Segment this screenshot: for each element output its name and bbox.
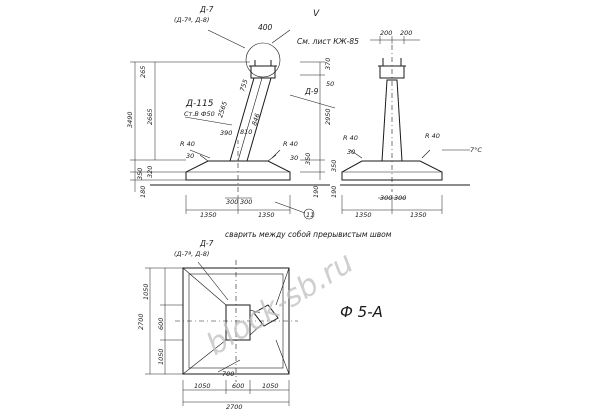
plan-dim-700: 700 bbox=[222, 370, 234, 378]
dim-200b: 200 bbox=[400, 29, 412, 37]
radius-label-3: R 40 bbox=[343, 134, 358, 142]
weld-note: сварить между собой прерывистым швом bbox=[225, 230, 392, 239]
callout-d115: Д-115 bbox=[185, 99, 214, 109]
dim-1350b: 1350 bbox=[258, 211, 275, 219]
dim-370: 370 bbox=[324, 58, 332, 70]
dim-300b: 300 bbox=[240, 198, 252, 206]
callout-d7-plan-sub: (Д-7ª, Д-8) bbox=[174, 250, 209, 258]
dim-2950: 2950 bbox=[324, 108, 332, 125]
plan-dim-600-v: 600 bbox=[157, 318, 165, 330]
callout-circle-11: 11 bbox=[306, 211, 314, 219]
plan-dim-2700-v: 2700 bbox=[137, 313, 145, 330]
plan-dim-1050-right: 1050 bbox=[262, 382, 279, 390]
dim-350b: 350 bbox=[330, 160, 338, 172]
dim-300d: 300 bbox=[394, 194, 406, 202]
radius-label-2: R 40 bbox=[283, 140, 298, 148]
dim-30b: 30 bbox=[290, 154, 298, 162]
callout-d115-sub: Ст.В Ф50 bbox=[184, 110, 215, 118]
dim-755: 755 bbox=[238, 78, 249, 92]
dim-400: 400 bbox=[258, 23, 273, 32]
callout-d7-top: Д-7 bbox=[199, 5, 214, 14]
plan-dim-600-h: 600 bbox=[232, 382, 244, 390]
radius-label-1: R 40 bbox=[180, 140, 195, 148]
dim-3490: 3490 bbox=[126, 111, 134, 128]
dim-300a: 300 bbox=[226, 198, 238, 206]
plan-dim-1050-bottom: 1050 bbox=[157, 348, 165, 365]
plan-dim-1050-left: 1050 bbox=[194, 382, 211, 390]
dim-1350c: 1350 bbox=[355, 211, 372, 219]
dim-190a: 190 bbox=[312, 186, 320, 198]
dim-30a: 30 bbox=[186, 152, 194, 160]
callout-d9: Д-9 bbox=[304, 87, 319, 96]
dim-2665: 2665 bbox=[146, 108, 154, 125]
plan-dim-2700-h: 2700 bbox=[226, 403, 243, 411]
dim-180: 180 bbox=[139, 186, 147, 198]
callout-d7-plan: Д-7 bbox=[199, 239, 214, 248]
radius-label-4: R 40 bbox=[425, 132, 440, 140]
dim-810: 810 bbox=[240, 128, 252, 136]
dim-350a: 350 bbox=[304, 153, 312, 165]
dim-50: 50 bbox=[326, 80, 334, 88]
dim-390: 390 bbox=[220, 129, 232, 137]
plan-view bbox=[145, 260, 298, 406]
drawing-title: Ф 5-А bbox=[340, 303, 383, 321]
dim-300c: 300 bbox=[380, 194, 392, 202]
right-elevation bbox=[340, 36, 470, 214]
left-elevation bbox=[130, 29, 336, 220]
watermark: block-sb.ru bbox=[200, 245, 359, 363]
callout-d7-top-sub: (Д-7ª, Д-8) bbox=[174, 16, 209, 24]
dim-320: 320 bbox=[146, 166, 154, 178]
dim-265: 265 bbox=[139, 66, 147, 78]
plan-dim-1050-top: 1050 bbox=[142, 283, 150, 300]
section-mark-v: V bbox=[313, 9, 320, 19]
dim-1350a: 1350 bbox=[200, 211, 217, 219]
dim-30c: 30 bbox=[347, 148, 355, 156]
dim-190b: 190 bbox=[330, 186, 338, 198]
dim-846: 846 bbox=[250, 112, 261, 126]
temp-label: 7°С bbox=[470, 146, 482, 154]
dim-200a: 200 bbox=[380, 29, 392, 37]
labels: Д-7 (Д-7ª, Д-8) 400 V См. лист КЖ-85 200… bbox=[126, 5, 482, 411]
dim-1350d: 1350 bbox=[410, 211, 427, 219]
see-sheet-note: См. лист КЖ-85 bbox=[297, 37, 359, 46]
dim-350c: 350 bbox=[136, 168, 144, 180]
dim-2565: 2565 bbox=[216, 100, 229, 118]
